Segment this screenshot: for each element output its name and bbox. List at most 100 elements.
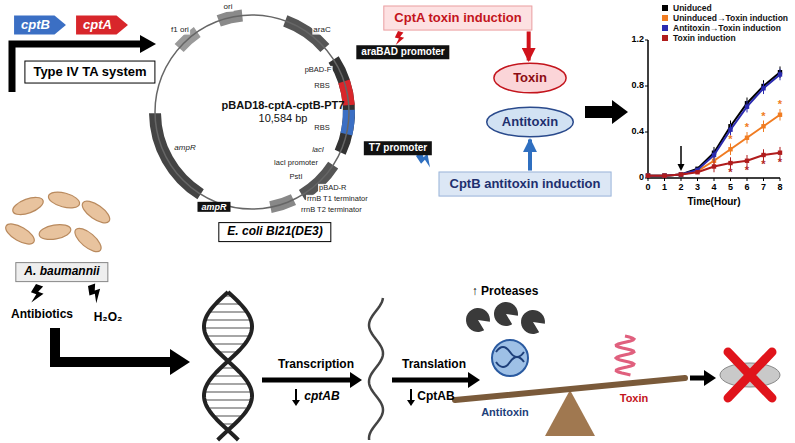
data-marker	[761, 86, 765, 90]
dna-rung	[204, 327, 252, 329]
significance-mark: *	[761, 158, 765, 170]
dna-rung	[204, 399, 251, 401]
axis-label: Time(Hour)	[687, 196, 740, 207]
arrow-head	[350, 372, 362, 388]
dna-rung	[205, 319, 251, 321]
decrease-arrow	[410, 389, 412, 401]
feature-label: lacI	[311, 146, 325, 154]
data-marker	[646, 174, 650, 178]
feature-label: pBAD-R	[318, 184, 348, 192]
decrease-arrow	[295, 389, 297, 401]
axis-label: 1	[662, 183, 667, 193]
axis-label: 6	[744, 183, 749, 193]
tick	[747, 178, 748, 181]
feature-label: lacI promoter	[273, 159, 319, 167]
axis-label: 0.4	[631, 127, 644, 137]
induction-arrow	[528, 139, 532, 170]
legend-entry: Uninduced→Toxin induction	[662, 13, 788, 23]
ellipse-shape	[487, 107, 574, 137]
dna-rung	[209, 311, 247, 313]
protease	[521, 310, 545, 334]
axis-label: 7	[761, 183, 766, 193]
dna-rung	[207, 383, 248, 385]
tick	[697, 178, 698, 181]
arrow-head	[468, 372, 480, 388]
tick	[681, 178, 682, 181]
legend-swatch	[662, 5, 668, 11]
chart-legend: UniducedUninduced→Toxin inductionAntitox…	[662, 3, 788, 43]
ellipse-shape	[494, 63, 566, 93]
node-label: E. coli Bl21(DE3)	[227, 225, 322, 239]
tick	[763, 178, 764, 181]
toxin-protein	[616, 336, 634, 375]
seesaw-plank	[455, 378, 685, 400]
process-label: cptAB	[304, 390, 339, 403]
data-marker	[745, 105, 749, 109]
significance-mark: *	[728, 166, 732, 178]
result-arrow	[585, 100, 628, 124]
significance-mark: *	[745, 121, 749, 133]
axis-label: 3	[695, 183, 700, 193]
feature-label: araC	[312, 26, 331, 35]
node-label: Toxin	[513, 71, 547, 86]
data-marker	[662, 174, 666, 178]
dna-rung	[214, 415, 243, 417]
arrow-head	[170, 349, 190, 375]
antitoxin-ellipse: Antitoxin	[486, 107, 574, 138]
data-marker	[778, 72, 782, 76]
feature-label: ori	[223, 3, 234, 12]
bacterium	[71, 224, 105, 255]
legend-text: Uniduced	[673, 3, 712, 13]
plasmid-map: pBAD18-cptA-cptB-PT710,584 bp	[155, 15, 349, 209]
data-marker	[778, 113, 782, 117]
node-label: T7 promoter	[369, 142, 427, 154]
node-label: CptA toxin induction	[394, 11, 521, 26]
promoter-box: araBAD promoter	[356, 45, 449, 59]
node-label: CptB antitoxin induction	[450, 177, 601, 192]
data-marker	[761, 153, 765, 157]
axis-label: 0.8	[631, 81, 644, 91]
significance-mark: *	[745, 164, 749, 176]
process-arrow	[262, 378, 352, 383]
death-cross	[728, 352, 772, 398]
lightning-bolt	[86, 282, 104, 304]
dna-rung	[208, 407, 249, 409]
bacterium	[38, 222, 72, 241]
feature-label: RBS	[313, 82, 330, 90]
induction-arrow	[527, 31, 531, 60]
organism-box: A. baumannii	[15, 262, 108, 282]
process-label: H₂O₂	[94, 311, 123, 324]
plasmid-circle	[155, 15, 349, 209]
data-marker	[728, 147, 732, 151]
node-label: ampR	[201, 202, 226, 212]
gene-shape	[76, 16, 128, 35]
arrow-head	[704, 370, 716, 386]
induction-arrow	[680, 146, 682, 166]
legend-entry: Antitoxin→Toxin induction	[662, 23, 788, 33]
data-marker	[728, 161, 732, 165]
bacterium	[3, 220, 38, 248]
data-marker	[662, 174, 666, 178]
gene-shape	[14, 16, 66, 35]
mrna-strand	[369, 298, 383, 440]
node-sublabel: 10,584 bp	[259, 112, 308, 125]
significance-mark: *	[778, 98, 782, 110]
bacterium	[79, 197, 113, 227]
process-label: Toxin	[620, 392, 649, 404]
feature-label: pBAD-F	[304, 66, 333, 74]
data-marker	[679, 172, 683, 176]
protease	[494, 302, 518, 326]
plasmid-segment	[149, 113, 204, 199]
lightning-bolt	[28, 283, 46, 305]
process-label: Antitoxin	[481, 406, 529, 418]
legend-text: Uninduced→Toxin induction	[673, 13, 788, 23]
system-box: Type IV TA system	[24, 61, 155, 84]
arrow-head	[292, 400, 300, 406]
tick	[645, 40, 648, 41]
feature-label: RBS	[313, 124, 330, 132]
bacterium	[11, 194, 46, 218]
arrow-head	[140, 35, 156, 53]
gene-arrow: cptB	[14, 16, 66, 35]
dna-rung	[204, 391, 251, 393]
